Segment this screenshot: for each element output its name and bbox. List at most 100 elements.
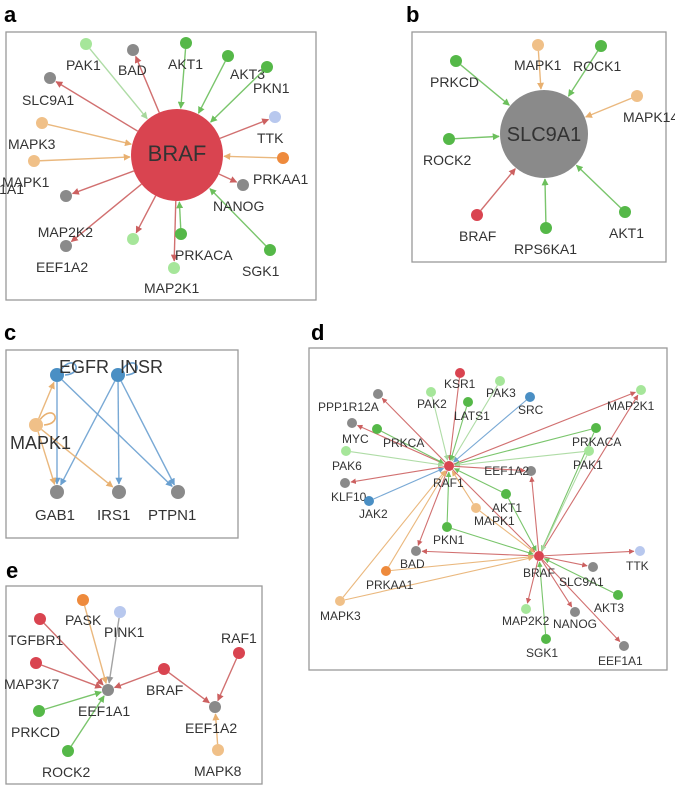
edge-braf-to-nanog xyxy=(541,559,573,608)
node-label-akt1: AKT1 xyxy=(492,501,522,515)
edge-braf-to-eef1a1 xyxy=(542,559,621,643)
node-label-akt3: AKT3 xyxy=(230,66,265,82)
node-label-map2k1: MAP2K1 xyxy=(607,399,655,413)
edge-braf-to-slc9a1 xyxy=(543,556,588,568)
node-nanog xyxy=(237,179,249,191)
node-label-eef1a2: EEF1A2 xyxy=(484,464,529,478)
node-label-ttk: TTK xyxy=(257,130,284,146)
node-map3k7 xyxy=(30,657,42,669)
node-label-mapk14: MAPK14 xyxy=(623,109,675,125)
edge-pak3-to-raf1 xyxy=(451,385,498,462)
node-mapk3 xyxy=(36,117,48,129)
node-label-ptpn1: PTPN1 xyxy=(148,507,196,524)
edge-akt3-to-braf xyxy=(197,61,226,114)
edge-braf-to-slc9a1 xyxy=(480,168,516,211)
node-ttk xyxy=(269,111,281,123)
edges-e xyxy=(41,605,238,747)
node-label-lats1: LATS1 xyxy=(454,409,490,423)
edge-pak6-to-raf1 xyxy=(350,451,444,468)
edge-pink1-to-eef1a1 xyxy=(106,617,120,684)
panel-letter-a: a xyxy=(4,2,17,27)
node-mapk14 xyxy=(631,90,643,102)
edge-prkaa1-to-raf1 xyxy=(388,470,447,567)
edge-braf-to-map2k1 xyxy=(170,200,178,262)
edges-c xyxy=(37,379,175,488)
node-label-gab1: GAB1 xyxy=(35,507,75,524)
node-label-map2k1: MAP2K1 xyxy=(144,280,199,296)
edge-mapk1-to-braf xyxy=(479,510,535,553)
panel-letter-c: c xyxy=(4,320,16,345)
node-label-egfr: EGFR xyxy=(59,357,109,377)
node-label-pink1: PINK1 xyxy=(104,624,145,640)
edge-mapk14-to-slc9a1 xyxy=(585,97,632,118)
edge-mapk8-to-eef1a2 xyxy=(212,713,220,745)
edge-map3k7-to-eef1a1 xyxy=(41,664,103,689)
node-ptpn1 xyxy=(171,485,185,499)
node-eef1a2 xyxy=(526,466,536,476)
node-mapk1 xyxy=(28,155,40,167)
edge-pak1-to-raf1 xyxy=(454,450,585,468)
edge-mapk1-to-slc9a1 xyxy=(537,50,545,90)
node-egfr xyxy=(50,368,64,382)
edge-insr-to-ptpn1 xyxy=(120,380,175,486)
node-label-ppp1r12a: PPP1R12A xyxy=(318,400,379,414)
node-sgk1 xyxy=(541,634,551,644)
edge-pak2-to-raf1 xyxy=(431,396,450,461)
node-prkaa1 xyxy=(277,152,289,164)
node-ppp1r12a xyxy=(373,389,383,399)
node-label-slc9a1: SLC9A1 xyxy=(22,92,74,108)
node-label-map3k7: MAP3K7 xyxy=(4,676,59,692)
edge-prkca-to-raf1 xyxy=(381,430,445,464)
panel-letter-b: b xyxy=(406,2,419,27)
node-insr xyxy=(111,368,125,382)
node-map2k1 xyxy=(168,262,180,274)
node-sgk1 xyxy=(264,244,276,256)
edge-pak1-to-braf xyxy=(541,455,588,552)
node-prkca xyxy=(372,424,382,434)
node-label-mapk8: MAPK8 xyxy=(194,763,242,779)
edge-akt1-to-braf xyxy=(507,498,537,552)
edge-mapk1-to-braf xyxy=(39,153,131,162)
node-akt1 xyxy=(619,206,631,218)
node-pak1 xyxy=(80,38,92,50)
node-label-insr: INSR xyxy=(120,357,163,377)
edge-braf-to-eef1a2 xyxy=(168,672,210,704)
node-mapk1 xyxy=(29,418,43,432)
self-loop-insr xyxy=(121,362,138,376)
node-pak1 xyxy=(584,446,594,456)
node-lats1 xyxy=(463,397,473,407)
node-label-prkcd: PRKCD xyxy=(11,724,60,740)
edge-braf-to-ttk xyxy=(543,548,635,557)
node-label-src: SRC xyxy=(518,403,544,417)
node-pask xyxy=(77,594,89,606)
edge-prkcd-to-slc9a1 xyxy=(460,64,510,106)
node-label-raf1: RAF1 xyxy=(221,630,257,646)
edge-akt1-to-braf xyxy=(177,48,187,109)
node-slc9a1 xyxy=(44,72,56,84)
node-akt3 xyxy=(222,50,234,62)
node-label-sgk1: SGK1 xyxy=(526,646,558,660)
node-label-prkca: PRKCA xyxy=(383,436,424,450)
node-label-akt1: AKT1 xyxy=(168,56,203,72)
node-label-mapk1: MAPK1 xyxy=(2,174,50,190)
node-tgfbr1 xyxy=(34,613,46,625)
edge-raf1-to-map2k1 xyxy=(453,391,636,465)
node-mapk3 xyxy=(335,596,345,606)
node-jak2 xyxy=(364,496,374,506)
node-map2k2 xyxy=(521,604,531,614)
node-label-ttk: TTK xyxy=(626,559,649,573)
node-label-mapk3: MAPK3 xyxy=(320,609,361,623)
node-label-eef1a1: EEF1A1 xyxy=(598,654,643,668)
node-label-raf1: RAF1 xyxy=(433,476,464,490)
edge-rock1-to-slc9a1 xyxy=(567,50,599,97)
node-pak6 xyxy=(341,446,351,456)
node-mapk1 xyxy=(532,39,544,51)
node-pak2 xyxy=(426,387,436,397)
edge-mapk3-to-braf xyxy=(47,123,132,147)
node-label-rock1: ROCK1 xyxy=(573,58,621,74)
